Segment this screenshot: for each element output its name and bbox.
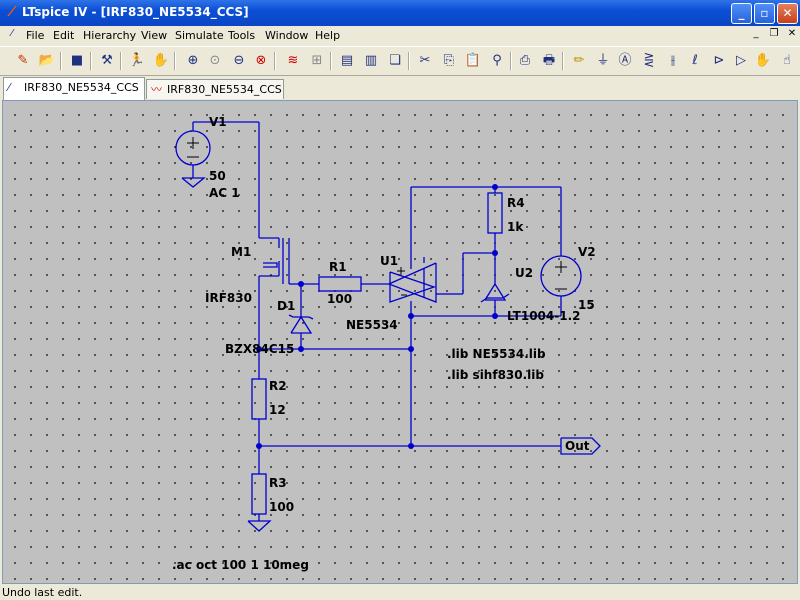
v2-value: 15 [578, 298, 595, 312]
d1-name: D1 [277, 299, 295, 313]
drag-icon[interactable]: ☝ [783, 53, 791, 68]
sim-command[interactable]: .ac oct 100 1 10meg [172, 558, 309, 572]
move-icon[interactable]: ✋ [754, 53, 772, 68]
resistor-icon[interactable]: ⋛ [643, 53, 655, 68]
component-icon[interactable]: ▷ [736, 53, 746, 68]
ground-icon[interactable]: ⏚ [596, 53, 610, 68]
u1-model: NE5534 [346, 318, 398, 332]
r4-value: 1k [507, 220, 524, 234]
r2-value: 12 [269, 403, 286, 417]
tab-schematic[interactable]: ⁄ IRF830_NE5534_CCS [3, 77, 145, 100]
inductor-icon[interactable]: ℓ [692, 53, 698, 68]
mdi-close-icon[interactable]: ✕ [787, 28, 797, 39]
waveform-icon: 〰 [151, 83, 162, 96]
u1-name: U1 [380, 254, 398, 268]
tab-waveform[interactable]: 〰 IRF830_NE5534_CCS [146, 79, 284, 99]
menu-bar: ⁄ File Edit Hierarchy View Simulate Tool… [0, 26, 800, 46]
autorange-icon[interactable]: ≋ [287, 53, 299, 68]
zoom-fit-icon[interactable]: ⊗ [255, 53, 267, 68]
diode-icon[interactable]: ⊳ [713, 53, 725, 68]
tile-horizontal-icon[interactable]: ▤ [340, 53, 354, 68]
tab-waveform-label: IRF830_NE5534_CCS [167, 83, 282, 96]
menu-simulate[interactable]: Simulate [175, 29, 224, 42]
copy-icon[interactable]: ⎘ [443, 53, 455, 68]
menu-view[interactable]: View [141, 29, 168, 42]
r4-name: R4 [507, 196, 525, 210]
menu-window[interactable]: Window [265, 29, 309, 42]
maximize-button[interactable]: ▫ [754, 3, 775, 24]
menu-file[interactable]: File [26, 29, 45, 42]
menu-hierarchy[interactable]: Hierarchy [83, 29, 137, 42]
menu-edit[interactable]: Edit [53, 29, 75, 42]
ltspice-app-icon[interactable]: ⁄ [10, 5, 14, 20]
zoom-out-icon[interactable]: ⊖ [233, 53, 245, 68]
cut-icon[interactable]: ✂ [419, 53, 431, 68]
d1-model: BZX84C15 [225, 342, 294, 356]
print-icon[interactable]: 🖶 [542, 53, 556, 68]
u2-model: LT1004-1.2 [507, 309, 580, 323]
lib-directive[interactable]: .lib sihf830.lib [447, 368, 544, 382]
r2-name: R2 [269, 379, 287, 393]
save-icon[interactable]: ■ [70, 53, 84, 68]
document-tabs: ⁄ IRF830_NE5534_CCS 〰 IRF830_NE5534_CCS [0, 76, 800, 100]
lib-directive[interactable]: .lib NE5534.lib [447, 347, 546, 361]
halt-icon[interactable]: ✋ [152, 53, 170, 68]
out-net-label[interactable]: Out [565, 439, 590, 453]
pan-icon[interactable]: ⊙ [209, 53, 221, 68]
r3-name: R3 [269, 476, 287, 490]
r1-name: R1 [329, 260, 347, 274]
schematic-drawing[interactable]: V1 50 AC 1 M1 IRF830 R1 100 D1 BZX84C15 … [3, 101, 797, 583]
schematic-icon: ⁄ [8, 81, 10, 94]
v1-ac: AC 1 [209, 186, 240, 200]
m1-name: M1 [231, 245, 251, 259]
tab-schematic-label: IRF830_NE5534_CCS [24, 81, 139, 94]
status-bar: Undo last edit. [0, 584, 800, 600]
cascade-icon[interactable]: ❏ [389, 53, 401, 68]
fft-icon[interactable]: ⊞ [311, 53, 323, 68]
print-preview-icon[interactable]: ⎙ [519, 53, 531, 68]
v1-value: 50 [209, 169, 226, 183]
mdi-restore-icon[interactable]: ❐ [769, 28, 779, 39]
menu-tools[interactable]: Tools [228, 29, 256, 42]
menu-help[interactable]: Help [315, 29, 341, 42]
new-schematic-icon[interactable]: ✎ [17, 53, 29, 68]
v2-name: V2 [578, 245, 596, 259]
control-panel-icon[interactable]: ⚒ [101, 53, 113, 68]
v1-name: V1 [209, 115, 227, 129]
toolbar: ✎ 📂 ■ ⚒ 🏃 ✋ ⊕ ⊙ ⊖ ⊗ ≋ ⊞ ▤ ▥ ❏ ✂ ⎘ 📋 ⚲ ⎙ … [0, 46, 800, 76]
label-net-icon[interactable]: Ⓐ [618, 53, 632, 68]
tile-vertical-icon[interactable]: ▥ [364, 53, 378, 68]
minimize-button[interactable]: _ [731, 3, 752, 24]
title-bar: ⁄ LTspice IV - [IRF830_NE5534_CCS] _ ▫ ✕ [0, 0, 800, 26]
draw-wire-icon[interactable]: ✏ [573, 53, 585, 68]
find-icon[interactable]: ⚲ [492, 53, 502, 68]
r3-value: 100 [269, 500, 294, 514]
u2-name: U2 [515, 266, 533, 280]
status-text: Undo last edit. [2, 586, 83, 599]
mdi-minimize-icon[interactable]: _ [753, 28, 759, 39]
paste-icon[interactable]: 📋 [464, 53, 482, 68]
m1-model: IRF830 [205, 291, 252, 305]
run-icon[interactable]: 🏃 [128, 53, 146, 68]
r1-value: 100 [327, 292, 352, 306]
window-title: LTspice IV - [IRF830_NE5534_CCS] [22, 5, 249, 19]
document-icon[interactable]: ⁄ [11, 28, 13, 39]
zoom-in-icon[interactable]: ⊕ [187, 53, 199, 68]
open-icon[interactable]: 📂 [38, 53, 56, 68]
schematic-canvas[interactable]: V1 50 AC 1 M1 IRF830 R1 100 D1 BZX84C15 … [2, 100, 798, 584]
capacitor-icon[interactable]: ⫲ [670, 53, 676, 68]
close-button[interactable]: ✕ [777, 3, 798, 24]
